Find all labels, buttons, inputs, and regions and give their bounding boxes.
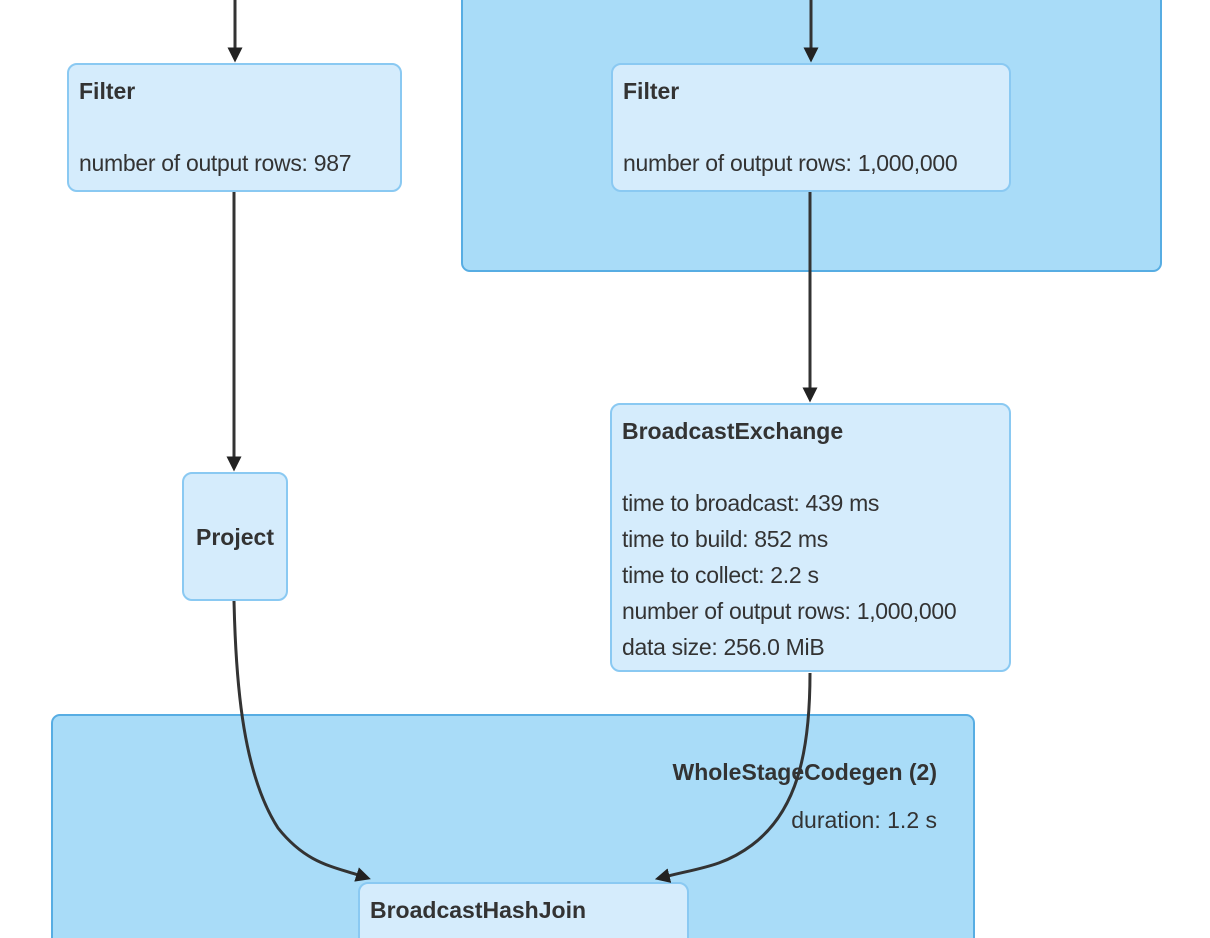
node-metrics: number of output rows: 1,000,000 bbox=[623, 145, 999, 181]
node-title: Project bbox=[196, 523, 274, 550]
metric-time-to-broadcast: time to broadcast: 439 ms bbox=[622, 490, 880, 516]
cluster-duration: duration: 1.2 s bbox=[791, 807, 937, 833]
node-title: Filter bbox=[79, 78, 136, 104]
metric-output-rows: number of output rows: 1,000,000 bbox=[623, 150, 958, 176]
node-filter-left: Filter number of output rows: 987 bbox=[67, 63, 402, 192]
node-title: BroadcastHashJoin bbox=[370, 897, 587, 923]
cluster-title: WholeStageCodegen (2) bbox=[672, 759, 937, 785]
node-metrics: time to broadcast: 439 ms time to build:… bbox=[622, 485, 999, 665]
node-broadcast-exchange: BroadcastExchange time to broadcast: 439… bbox=[610, 403, 1011, 672]
node-metrics: number of output rows: 987 bbox=[79, 145, 390, 181]
node-project: Project bbox=[182, 472, 288, 601]
metric-time-to-collect: time to collect: 2.2 s bbox=[622, 562, 819, 588]
node-broadcast-hash-join: BroadcastHashJoin bbox=[358, 882, 689, 938]
node-title: BroadcastExchange bbox=[622, 418, 844, 444]
node-title: Filter bbox=[623, 78, 680, 104]
metric-output-rows: number of output rows: 1,000,000 bbox=[622, 598, 957, 624]
metric-time-to-build: time to build: 852 ms bbox=[622, 526, 828, 552]
metric-output-rows: number of output rows: 987 bbox=[79, 150, 352, 176]
metric-data-size: data size: 256.0 MiB bbox=[622, 634, 825, 660]
node-filter-right: Filter number of output rows: 1,000,000 bbox=[611, 63, 1011, 192]
